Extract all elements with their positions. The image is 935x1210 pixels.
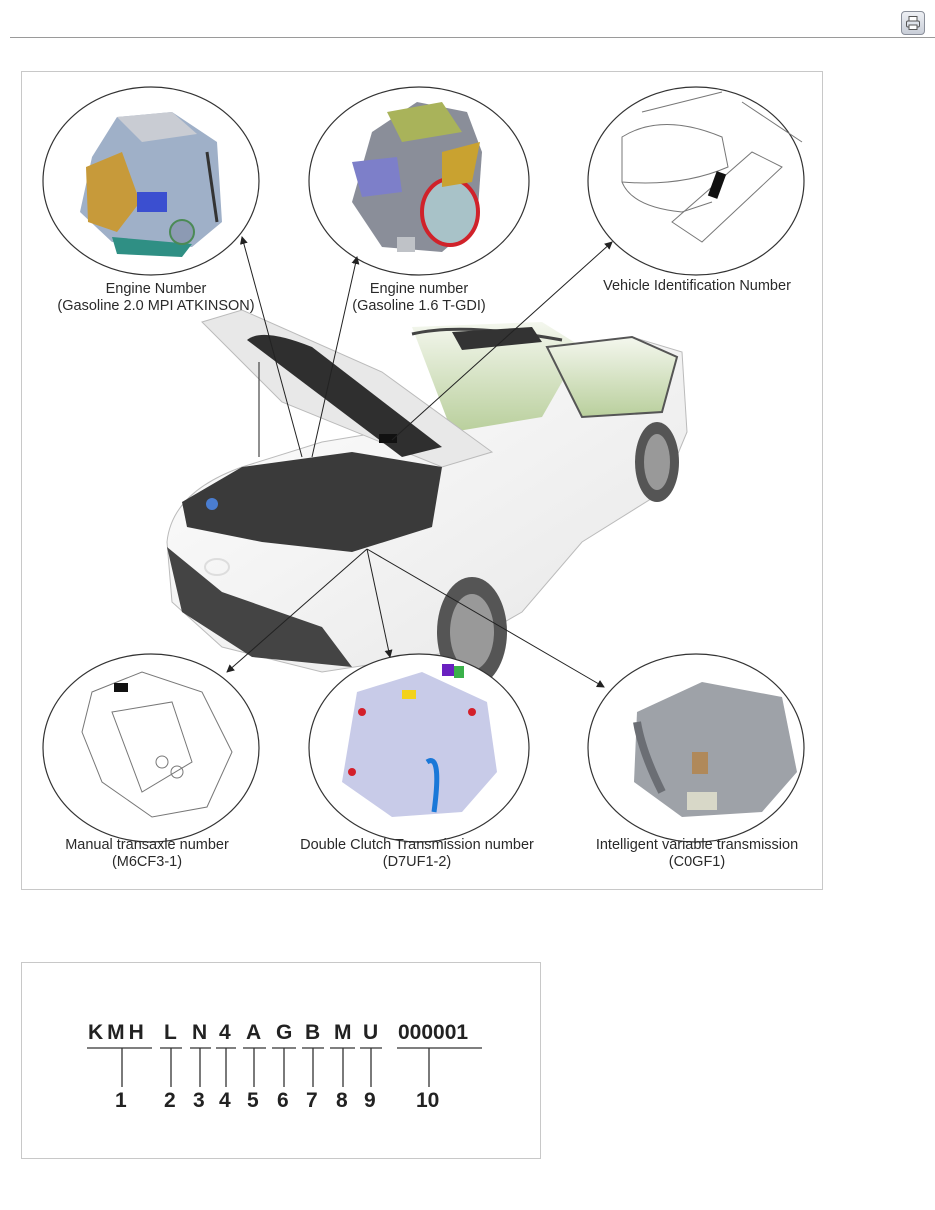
- vin-index-9: 9: [364, 1089, 376, 1112]
- vehicle-illustration: [42, 86, 805, 843]
- vin-leader-lines: [87, 1047, 482, 1087]
- dct-title: Double Clutch Transmission number: [300, 837, 534, 853]
- vin-segment-4: 4: [219, 1021, 231, 1044]
- vin-segment-2: L: [164, 1021, 177, 1044]
- vin-segment-10: 000001: [398, 1021, 469, 1044]
- vin-index-4: 4: [219, 1089, 231, 1112]
- ivt-subtitle: (C0GF1): [668, 854, 726, 870]
- ivt-title: Intelligent variable transmission: [595, 837, 799, 853]
- engine-1-6-label: Engine number (Gasoline 1.6 T-GDI): [334, 281, 504, 315]
- vin-breakdown-figure: KMH L N 4 A G B M U 000001 1 2 3 4 5 6 7…: [21, 962, 541, 1159]
- dct-subtitle: (D7UF1-2): [382, 854, 452, 870]
- vin-index-6: 6: [277, 1089, 289, 1112]
- engine-2-0-title: Engine Number: [105, 281, 207, 297]
- engine-1-6-title: Engine number: [369, 281, 469, 297]
- manual-transaxle-subtitle: (M6CF3-1): [111, 854, 183, 870]
- engine-2-0-subtitle: (Gasoline 2.0 MPI ATKINSON): [57, 298, 255, 314]
- component-locations-figure: Engine Number (Gasoline 2.0 MPI ATKINSON…: [21, 71, 823, 890]
- vin-callout: [587, 86, 805, 276]
- vin-index-2: 2: [164, 1089, 176, 1112]
- vin-location-label: Vehicle Identification Number: [587, 278, 807, 295]
- vin-index-7: 7: [306, 1089, 318, 1112]
- vin-index-10: 10: [416, 1089, 440, 1112]
- dct-label: Double Clutch Transmission number (D7UF1…: [292, 837, 542, 871]
- engine-1-6-subtitle: (Gasoline 1.6 T-GDI): [352, 298, 486, 314]
- ivt-label: Intelligent variable transmission (C0GF1…: [582, 837, 812, 871]
- vin-index-5: 5: [247, 1089, 259, 1112]
- printer-icon: [906, 16, 920, 30]
- ivt-illustration: [633, 682, 797, 817]
- vin-segment-8: M: [334, 1021, 352, 1044]
- vin-segment-9: U: [363, 1021, 379, 1044]
- vin-segment-6: G: [276, 1021, 293, 1044]
- vin-index-3: 3: [193, 1089, 205, 1112]
- vin-segment-7: B: [305, 1021, 321, 1044]
- car-illustration: [166, 309, 688, 687]
- manual-transaxle-label: Manual transaxle number (M6CF3-1): [47, 837, 247, 871]
- print-button[interactable]: [901, 11, 925, 35]
- vin-index-1: 1: [115, 1089, 127, 1112]
- vin-index-8: 8: [336, 1089, 348, 1112]
- header-divider: [10, 37, 935, 38]
- vin-location-title: Vehicle Identification Number: [603, 278, 791, 294]
- manual-transaxle-callout: [42, 653, 260, 843]
- engine-2-0-label: Engine Number (Gasoline 2.0 MPI ATKINSON…: [45, 281, 267, 315]
- engine-1-6-illustration: [352, 102, 482, 252]
- vin-segment-1: KMH: [88, 1021, 148, 1044]
- dct-illustration: [342, 664, 497, 817]
- manual-transaxle-title: Manual transaxle number: [65, 837, 229, 853]
- vin-segment-3: N: [192, 1021, 208, 1044]
- vin-seat-illustration: [621, 91, 803, 243]
- engine-2-0-illustration: [80, 112, 222, 257]
- manual-transaxle-illustration: [81, 671, 233, 818]
- vin-segment-5: A: [246, 1021, 262, 1044]
